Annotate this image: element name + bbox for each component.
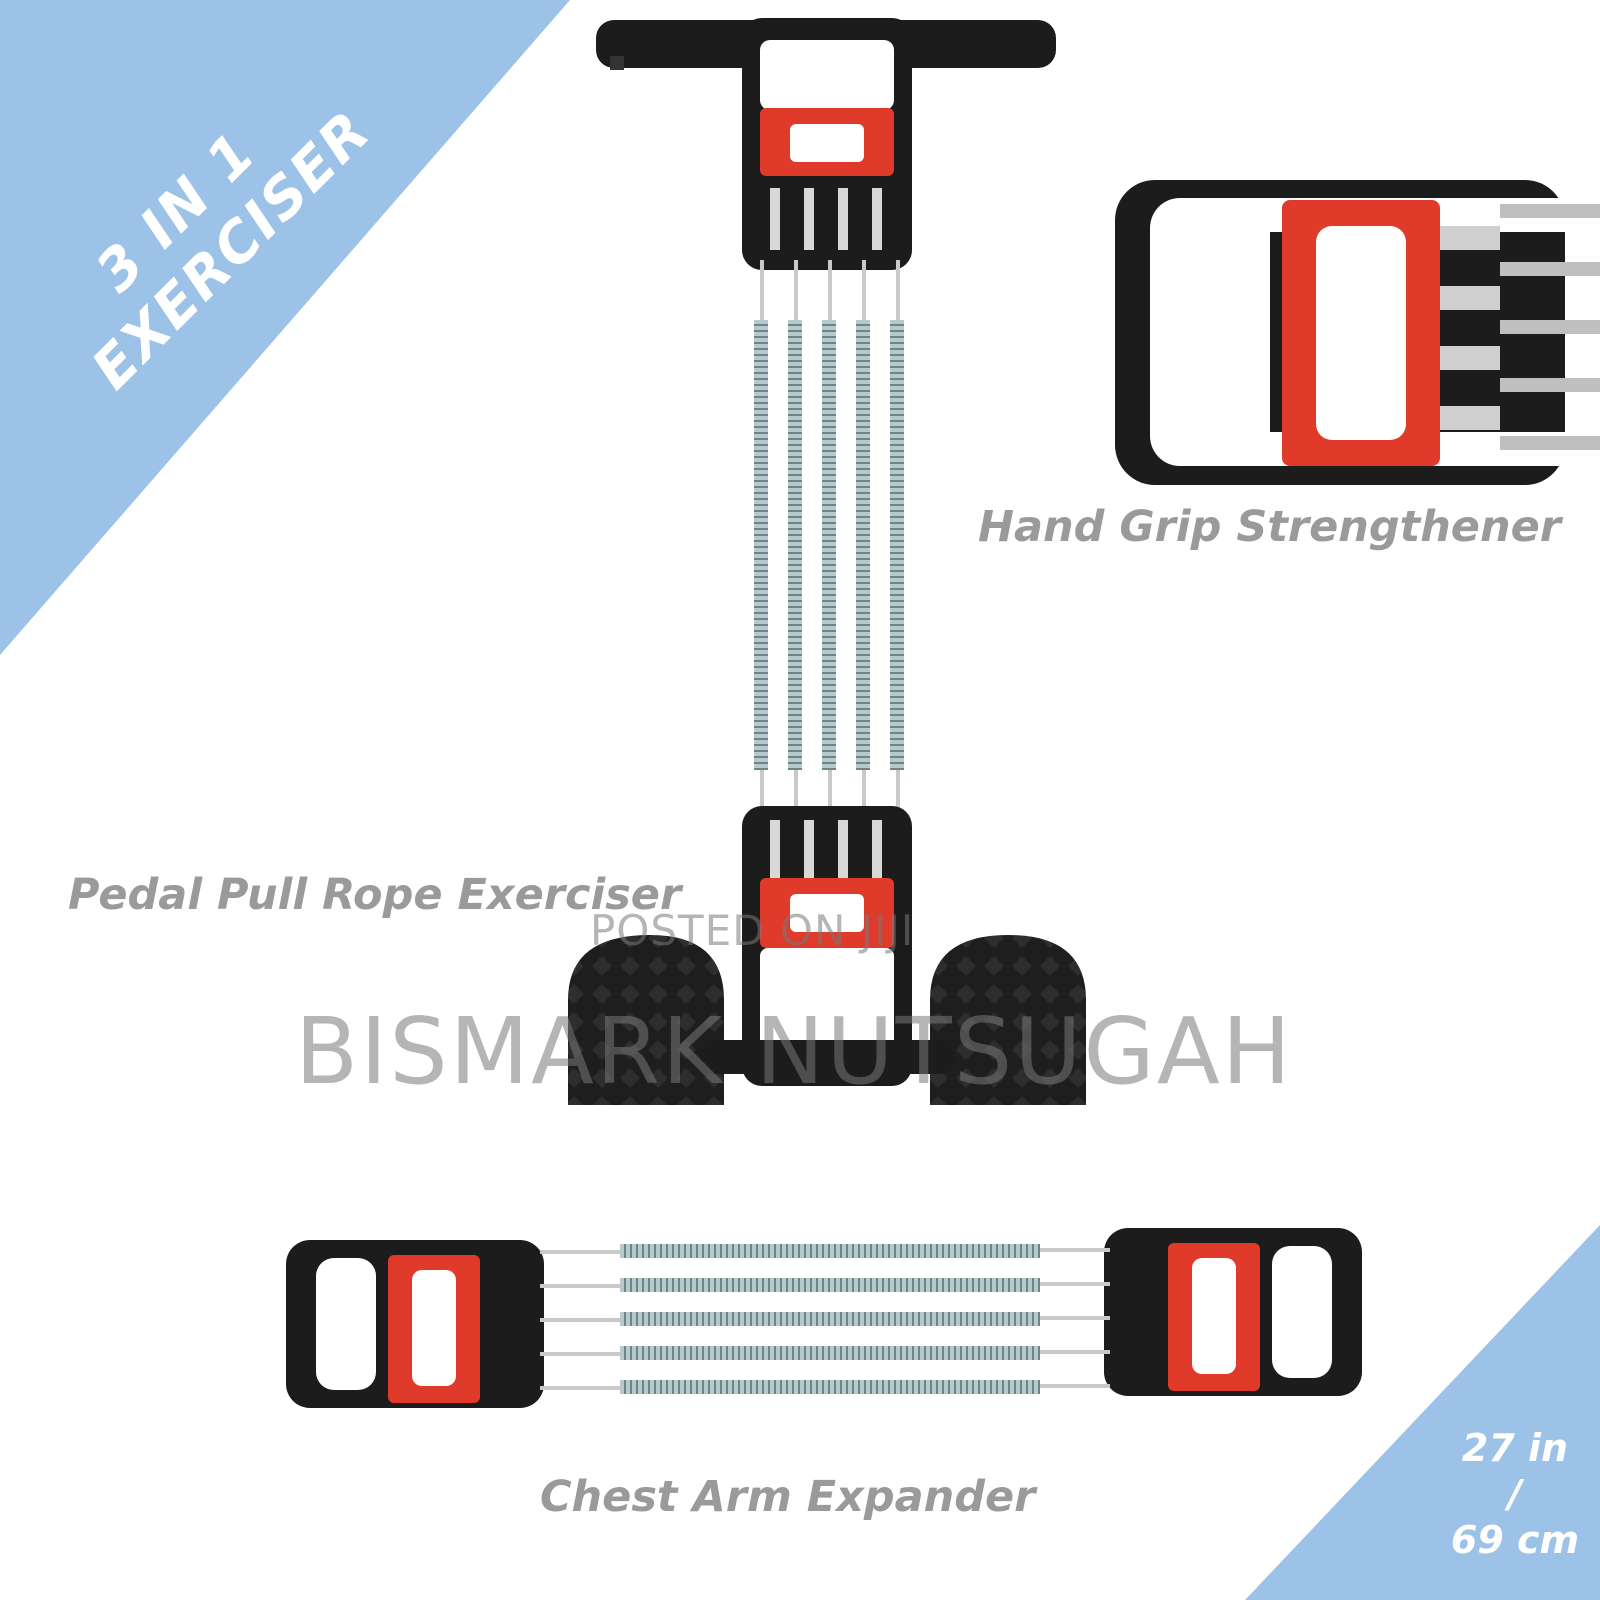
size-cm: 69 cm: [1450, 1518, 1580, 1562]
label-hand-grip: Hand Grip Strengthener: [978, 502, 1561, 552]
size-separator: /: [1508, 1472, 1522, 1516]
watermark-big: BISMARK NUTSUGAH: [295, 998, 1293, 1105]
pedal-exerciser: [568, 18, 1086, 1105]
label-chest: Chest Arm Expander: [540, 1472, 1036, 1522]
label-pedal: Pedal Pull Rope Exerciser: [68, 870, 682, 920]
watermark-small: POSTED ON JIJI: [590, 906, 915, 955]
hand-grip: [1115, 180, 1600, 485]
chest-expander: [286, 1228, 1362, 1408]
corner-banner-bottom-right: [1245, 1225, 1600, 1600]
size-inches: 27 in: [1461, 1426, 1569, 1470]
size-badge: 27 in / 69 cm: [1440, 1425, 1590, 1563]
